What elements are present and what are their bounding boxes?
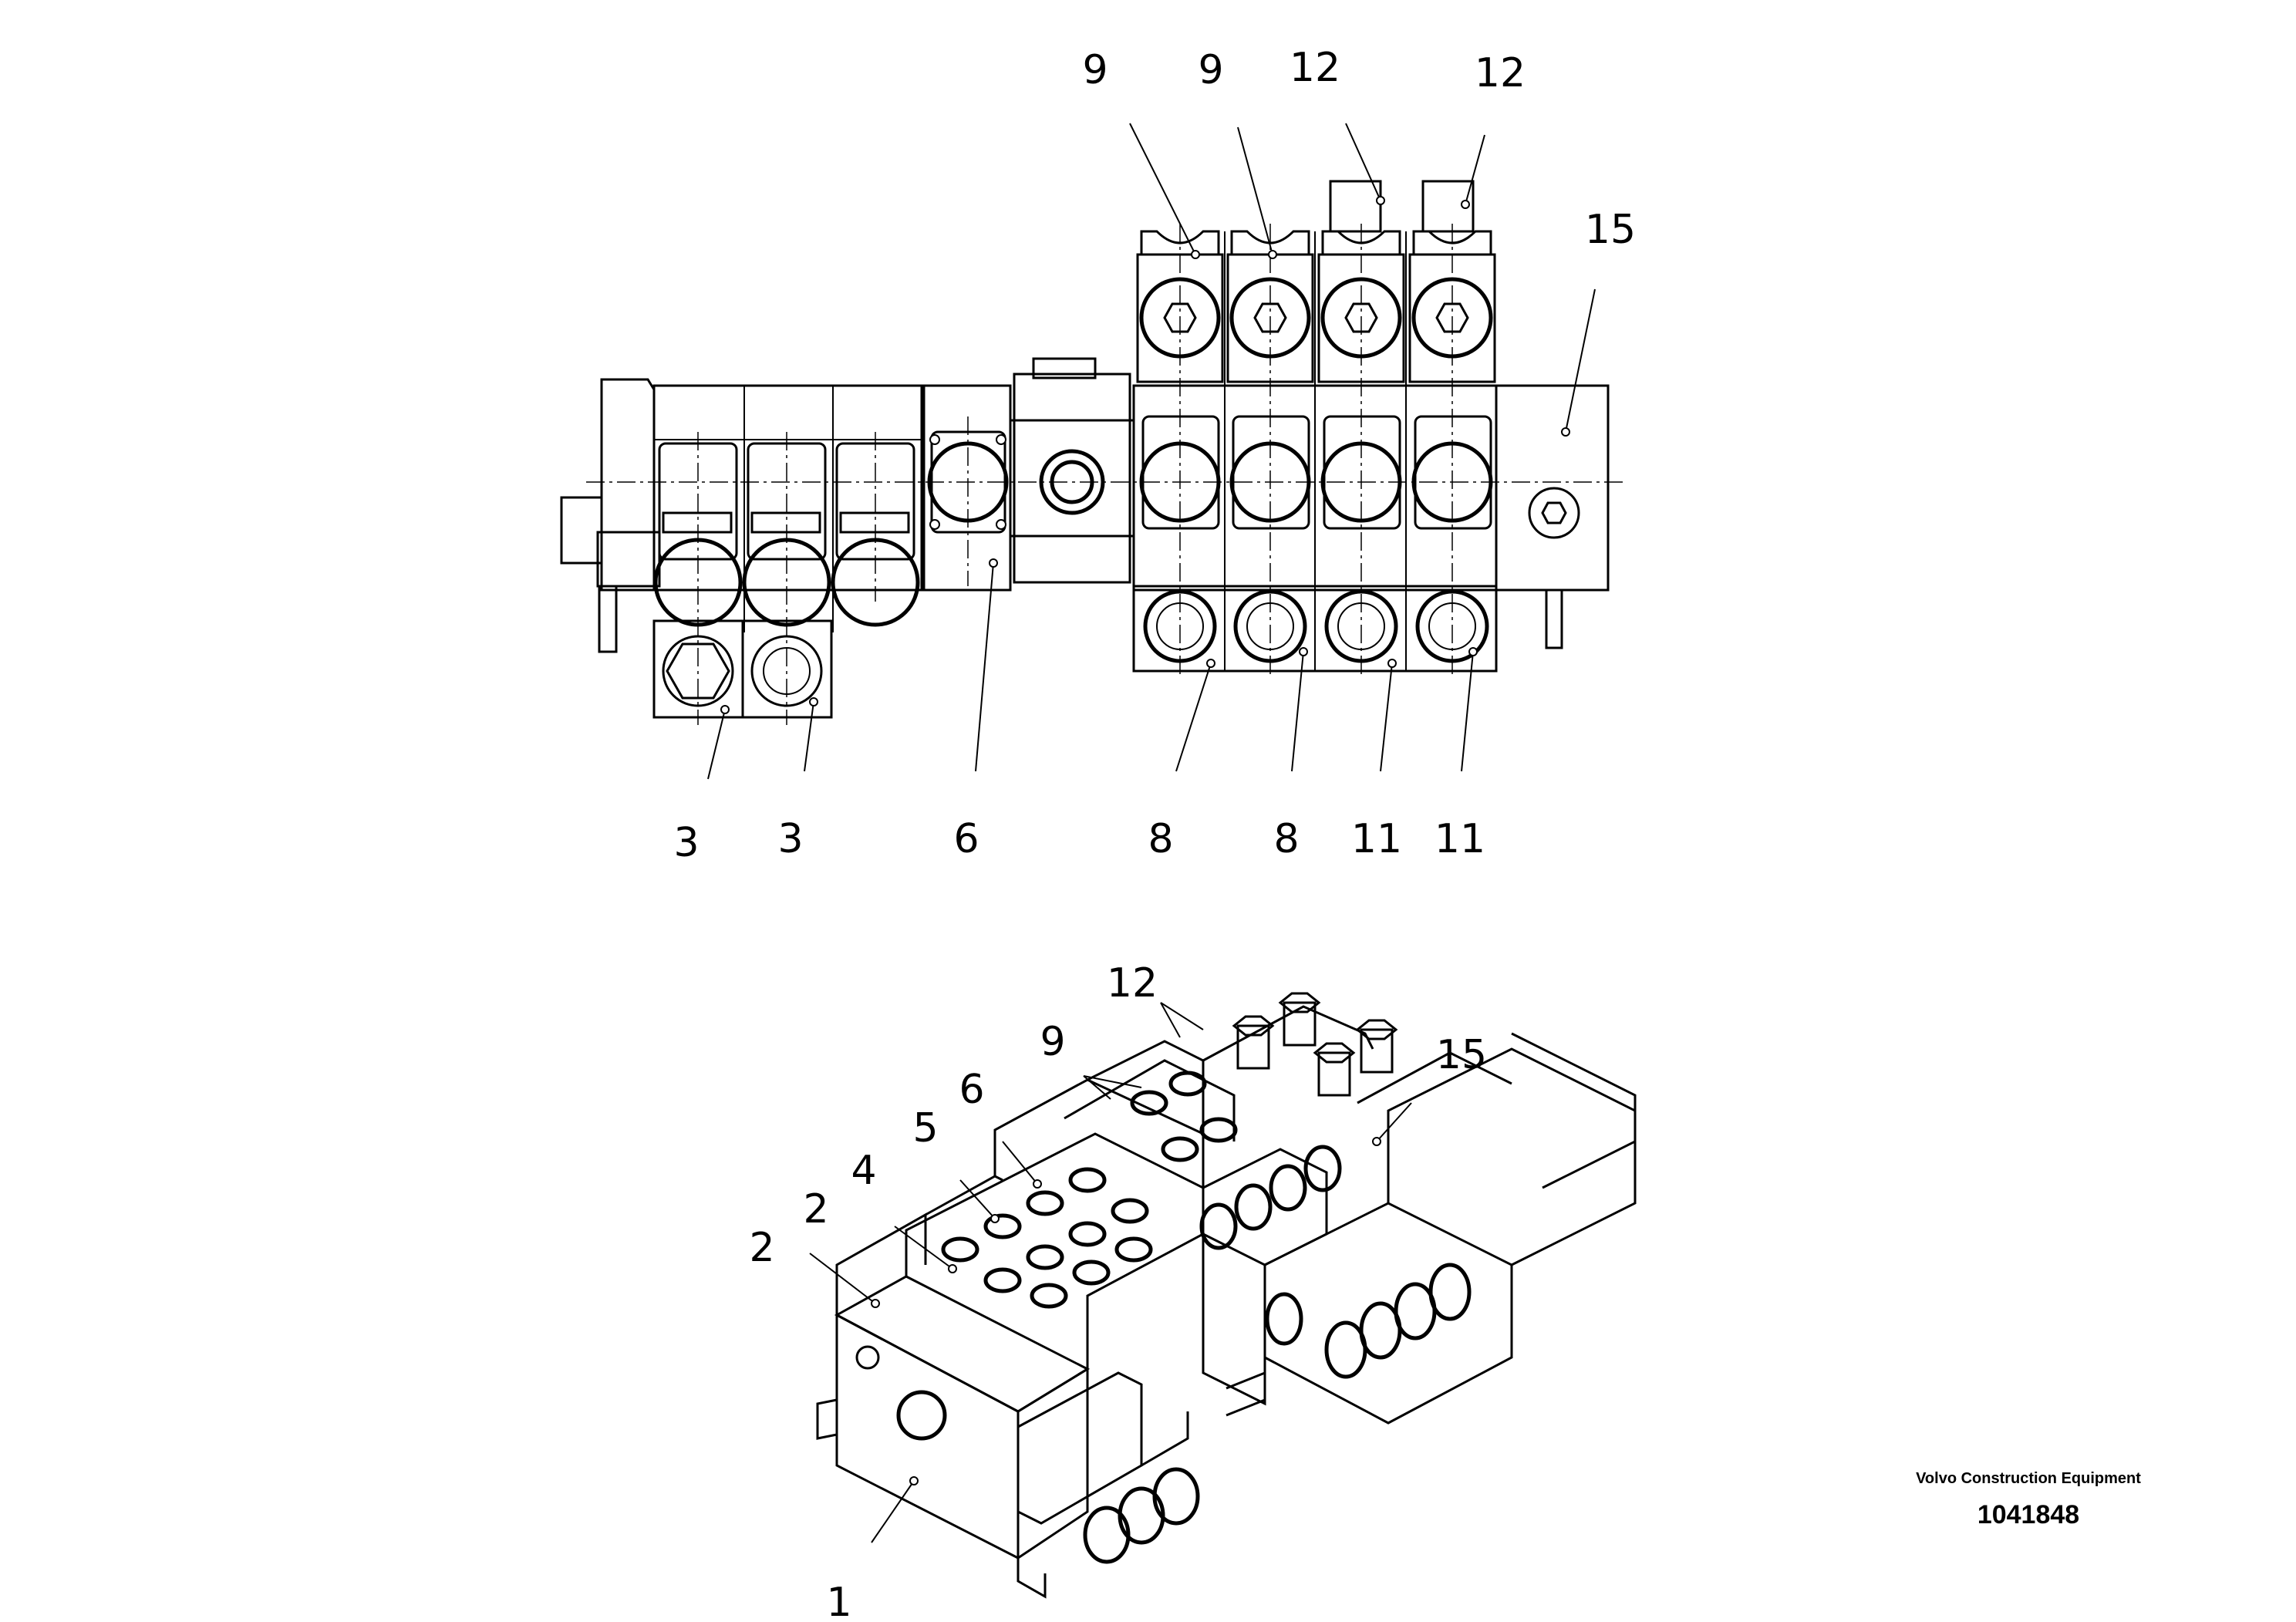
callout-8a: 8 [1148, 816, 1173, 862]
iso-callout-5: 5 [912, 1105, 938, 1152]
iso-callout-9: 9 [1040, 1019, 1065, 1065]
iso-callout-1: 1 [826, 1580, 851, 1622]
iso-callout-15: 15 [1436, 1032, 1487, 1078]
callout-12b: 12 [1475, 50, 1526, 96]
iso-callout-2b: 2 [749, 1225, 774, 1271]
callout-15: 15 [1585, 207, 1636, 253]
callout-11b: 11 [1435, 816, 1485, 862]
callout-6: 6 [953, 816, 979, 862]
callout-9a: 9 [1082, 47, 1108, 93]
callout-12a: 12 [1290, 45, 1340, 91]
top-view: 9 9 12 12 15 3 3 6 8 8 11 11 [560, 45, 1636, 866]
iso-view: 12 9 15 6 5 4 2 2 1 [749, 960, 1637, 1622]
credit-block: Volvo Construction Equipment 1041848 [1905, 1469, 2152, 1530]
part-number: 1041848 [1977, 1500, 2080, 1529]
iso-callout-2a: 2 [803, 1186, 828, 1233]
callout-9b: 9 [1198, 47, 1223, 93]
company-name: Volvo Construction Equipment [1916, 1470, 2141, 1487]
iso-callout-4: 4 [851, 1148, 876, 1194]
right-section-stack [1132, 180, 1498, 673]
iso-callout-12: 12 [1107, 960, 1158, 1007]
section-3-group [652, 442, 920, 719]
callout-3b: 3 [777, 816, 803, 862]
iso-callout-6: 6 [959, 1067, 984, 1113]
callout-3a: 3 [673, 820, 699, 866]
callout-8b: 8 [1273, 816, 1299, 862]
callout-11a: 11 [1351, 816, 1402, 862]
